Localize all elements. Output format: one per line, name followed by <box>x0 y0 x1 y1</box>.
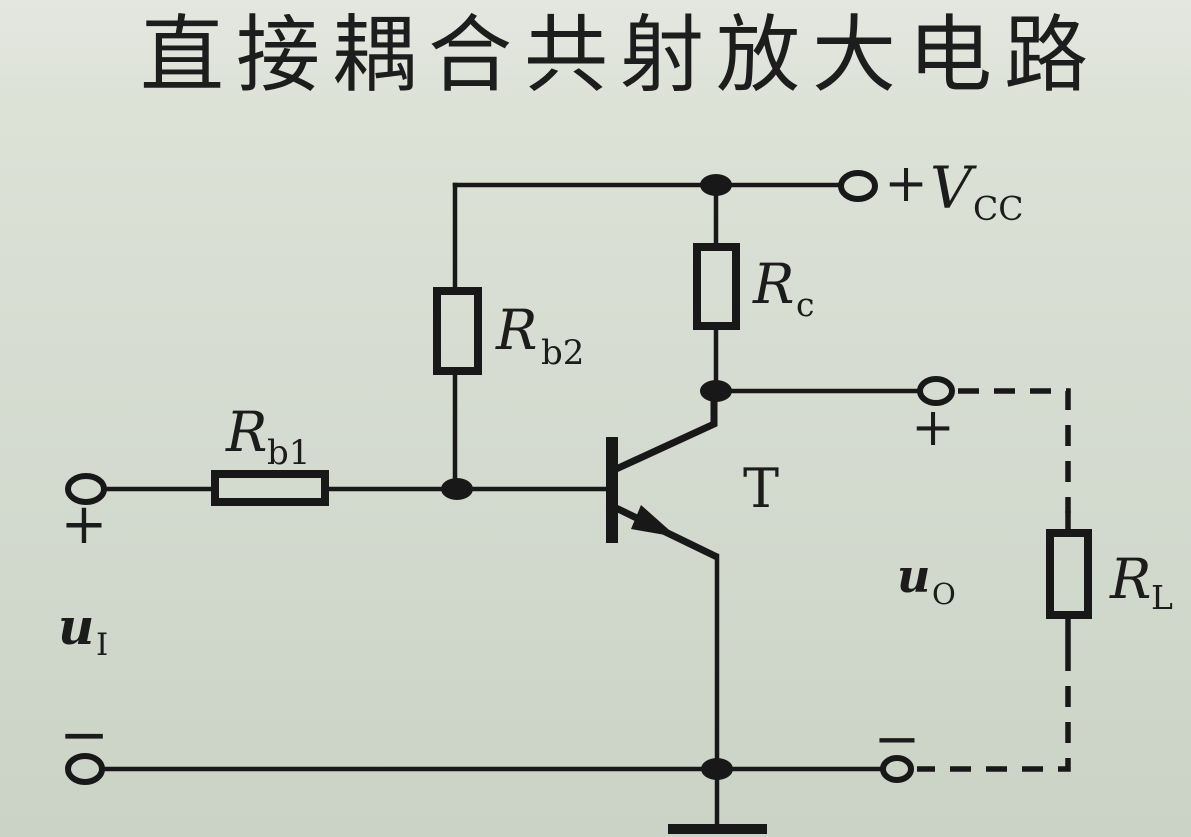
terminals <box>65 170 955 785</box>
load-dashed-connection <box>917 388 1071 772</box>
transistor-label: T <box>743 457 779 520</box>
input-plus-terminal <box>65 473 107 505</box>
rc-symbol: R <box>752 252 794 316</box>
vcc-subscript: CC <box>973 189 1024 228</box>
resistor-rb2-body <box>433 287 482 375</box>
junction-dot <box>700 174 732 196</box>
vcc-plus-sign: + <box>884 154 928 214</box>
rl-symbol: R <box>1109 547 1151 611</box>
junction-dot <box>701 758 733 780</box>
output-minus-sign: − <box>874 707 921 772</box>
transistor-symbol <box>606 390 719 561</box>
rb1-subscript: b1 <box>267 433 310 473</box>
vcc-symbol: V <box>930 154 977 222</box>
junction-dot <box>700 380 732 402</box>
ui-symbol: u <box>58 597 94 656</box>
rb2-label: R b2 <box>495 298 584 373</box>
dashed-wire-bottom <box>917 650 1071 772</box>
resistor-rl-body <box>1046 529 1092 619</box>
uo-subscript: O <box>932 577 956 611</box>
resistor-rb1-body <box>211 470 329 506</box>
junction-dots <box>441 174 733 780</box>
transistor-collector-lead <box>612 390 718 474</box>
input-minus-sign: − <box>59 700 109 770</box>
junction-dot <box>441 478 473 500</box>
input-voltage-label: u I <box>58 597 108 663</box>
output-voltage-label: u O <box>897 549 956 611</box>
output-minus-terminal <box>880 755 914 783</box>
rl-subscript: L <box>1151 578 1173 617</box>
vcc-terminal <box>838 170 878 202</box>
input-minus-terminal <box>65 753 105 785</box>
resistor-rc-body <box>693 243 740 330</box>
uo-symbol: u <box>897 549 930 603</box>
output-plus-sign: + <box>911 398 955 458</box>
emitter-arrow-icon <box>631 505 677 537</box>
vcc-label: + V CC <box>884 154 1023 228</box>
rb2-symbol: R <box>495 298 537 362</box>
rb1-symbol: R <box>225 400 267 464</box>
output-plus-terminal <box>917 376 955 406</box>
ui-subscript: I <box>96 627 108 663</box>
rb1-label: R b1 <box>225 400 310 473</box>
rc-subscript: c <box>796 285 814 324</box>
rc-label: R c <box>752 252 814 324</box>
rl-label: R L <box>1109 547 1173 617</box>
page-title: 直接耦合共射放大电路 <box>140 6 1100 104</box>
rb2-subscript: b2 <box>541 333 584 373</box>
dashed-wire-top <box>958 388 1071 513</box>
input-plus-sign: + <box>61 492 108 557</box>
